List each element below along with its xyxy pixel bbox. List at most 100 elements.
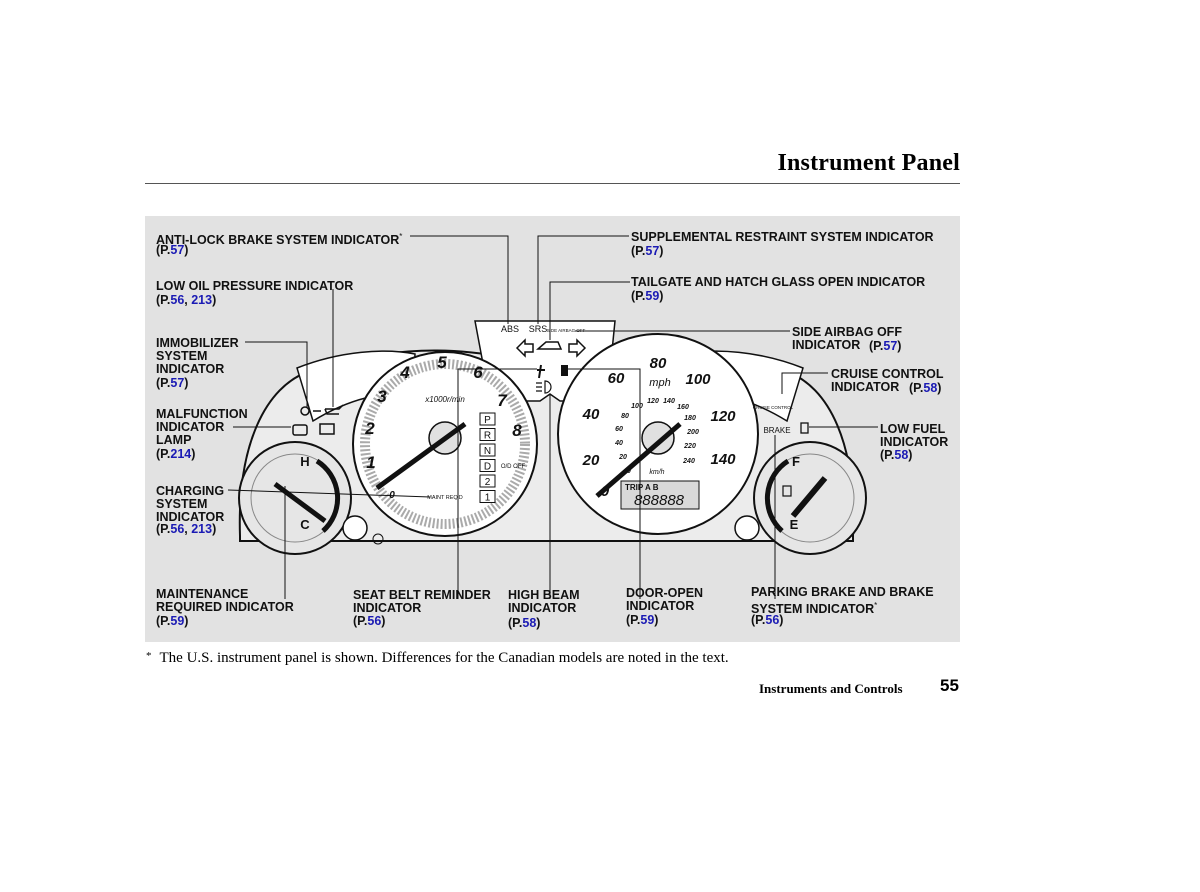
mph-number-140: 140 bbox=[710, 451, 736, 468]
tach-number-4: 4 bbox=[399, 363, 410, 382]
kmh-number-0: 0 bbox=[627, 468, 631, 475]
callout-oil-label: LOW OIL PRESSURE INDICATOR bbox=[156, 279, 354, 293]
tach-number-6: 6 bbox=[473, 363, 483, 382]
page-reference-link[interactable]: 59 bbox=[645, 289, 660, 303]
callout-cruise-ref[interactable]: (P.58) bbox=[909, 381, 942, 395]
callout-high-beam-label: HIGH BEAM INDICATOR bbox=[508, 588, 580, 615]
callout-abs-label: ANTI-LOCK BRAKE SYSTEM INDICATOR* bbox=[156, 232, 403, 248]
mph-unit: mph bbox=[649, 377, 670, 389]
temperature-needle bbox=[273, 481, 327, 524]
page-reference-link[interactable]: 59 bbox=[170, 614, 185, 628]
callout-charging-label: CHARGING SYSTEM INDICATOR bbox=[156, 484, 225, 524]
kmh-number-180: 180 bbox=[684, 415, 696, 422]
page-reference-link[interactable]: 58 bbox=[894, 448, 909, 462]
kmh-number-140: 140 bbox=[663, 398, 675, 405]
page-reference-link[interactable]: 58 bbox=[923, 381, 938, 395]
speedo-hub bbox=[641, 421, 675, 455]
leader-lines bbox=[227, 235, 878, 599]
mph-number-20: 20 bbox=[582, 452, 600, 469]
page-reference-link[interactable]: 213 bbox=[191, 522, 213, 536]
left-knob bbox=[342, 515, 368, 541]
odometer-mode: TRIP A B bbox=[625, 483, 659, 492]
gear-box-1 bbox=[479, 490, 496, 503]
temp-hot-label: H bbox=[300, 454, 309, 469]
page-reference-link[interactable]: 213 bbox=[191, 293, 213, 307]
odometer-display bbox=[620, 480, 700, 510]
callout-seat-belt-label: SEAT BELT REMINDER INDICATOR bbox=[353, 588, 491, 615]
callout-immobilizer-ref[interactable]: (P.57) bbox=[156, 376, 189, 390]
callout-door-open-label: DOOR-OPEN INDICATOR bbox=[626, 586, 704, 613]
kmh-unit: km/h bbox=[649, 469, 664, 476]
tachometer-needle bbox=[375, 421, 467, 491]
maint-indicator-text: MAINT REQ'D bbox=[427, 495, 463, 501]
tach-number-7: 7 bbox=[497, 391, 508, 410]
abs-indicator-text: ABS bbox=[501, 324, 519, 334]
gear-box-N bbox=[479, 443, 496, 457]
page-reference-link[interactable]: 56 bbox=[367, 614, 382, 628]
callout-srs-ref[interactable]: (P.57) bbox=[631, 244, 664, 258]
mph-number-40: 40 bbox=[582, 406, 600, 423]
page-reference-link[interactable]: 57 bbox=[645, 244, 660, 258]
tach-number-2: 2 bbox=[364, 419, 375, 438]
footnote-text: The U.S. instrument panel is shown. Diff… bbox=[159, 650, 729, 666]
door-icon bbox=[561, 365, 568, 376]
tailgate-icon bbox=[536, 341, 563, 350]
callout-seat-belt-ref[interactable]: (P.56) bbox=[353, 614, 386, 628]
callout-parking-brake-ref[interactable]: (P.56) bbox=[751, 613, 784, 627]
right-knob bbox=[734, 515, 760, 541]
kmh-number-20: 20 bbox=[618, 454, 627, 461]
mph-number-60: 60 bbox=[608, 370, 625, 387]
page-reference-link[interactable]: 57 bbox=[170, 243, 185, 257]
callout-tailgate-ref[interactable]: (P.59) bbox=[631, 289, 664, 303]
section-name: Instruments and Controls bbox=[759, 681, 903, 696]
srs-indicator-text: SRS bbox=[529, 324, 548, 334]
od-off-text: O/D OFF bbox=[501, 464, 526, 470]
key-icon bbox=[300, 406, 321, 416]
page-reference-link[interactable]: 59 bbox=[640, 613, 655, 627]
page-reference-link[interactable]: 57 bbox=[883, 339, 898, 353]
callout-oil-ref[interactable]: (P.56, 213) bbox=[156, 293, 217, 307]
fuel-full-label: F bbox=[792, 454, 800, 469]
page-reference-link[interactable]: 214 bbox=[170, 447, 192, 461]
kmh-number-240: 240 bbox=[682, 458, 695, 465]
footnote-asterisk: * bbox=[146, 650, 152, 662]
callout-malfunction-ref[interactable]: (P.214) bbox=[156, 447, 196, 461]
high-beam-icon bbox=[536, 380, 552, 394]
page-reference-link[interactable]: 57 bbox=[170, 376, 185, 390]
callout-side-airbag-ref[interactable]: (P.57) bbox=[869, 339, 902, 353]
callout-low-fuel-ref[interactable]: (P.58) bbox=[880, 448, 913, 462]
left-turn-icon bbox=[515, 338, 534, 358]
gear-label-P: P bbox=[484, 415, 491, 426]
callout-maintenance-ref[interactable]: (P.59) bbox=[156, 614, 189, 628]
callout-parking-brake-label: PARKING BRAKE AND BRAKE SYSTEM INDICATOR… bbox=[751, 585, 934, 617]
page-reference-link[interactable]: 56 bbox=[170, 293, 185, 307]
callout-side-airbag-label: SIDE AIRBAG OFF INDICATOR bbox=[792, 325, 902, 352]
tach-unit: x1000r/min bbox=[424, 395, 465, 404]
brake-indicator-text: BRAKE bbox=[763, 426, 790, 435]
callout-charging-ref[interactable]: (P.56, 213) bbox=[156, 522, 217, 536]
mph-number-100: 100 bbox=[685, 371, 711, 388]
page-reference-link[interactable]: 58 bbox=[522, 616, 537, 630]
callout-tailgate-label: TAILGATE AND HATCH GLASS OPEN INDICATOR bbox=[631, 275, 926, 289]
callout-door-open-ref[interactable]: (P.59) bbox=[626, 613, 659, 627]
gear-box-R bbox=[479, 428, 496, 441]
side-airbag-indicator-text: SIDE AIRBAG OFF bbox=[547, 328, 586, 333]
mph-number-120: 120 bbox=[710, 408, 736, 425]
fuel-empty-label: E bbox=[790, 517, 799, 532]
fuel-low-icon bbox=[800, 422, 809, 434]
callout-malfunction-label: MALFUNCTION INDICATOR LAMP bbox=[156, 407, 248, 447]
callout-abs-ref[interactable]: (P.57) bbox=[156, 243, 189, 257]
footnote: * The U.S. instrument panel is shown. Dif… bbox=[146, 650, 729, 667]
page-reference-link[interactable]: 56 bbox=[170, 522, 185, 536]
kmh-number-200: 200 bbox=[686, 429, 699, 436]
callout-high-beam-ref[interactable]: (P.58) bbox=[508, 616, 541, 630]
fuel-needle bbox=[790, 476, 828, 518]
page-reference-link[interactable]: 56 bbox=[765, 613, 780, 627]
gear-selector-display bbox=[479, 412, 496, 503]
callout-immobilizer-label: IMMOBILIZER SYSTEM INDICATOR bbox=[156, 336, 239, 376]
gear-label-1: 1 bbox=[485, 493, 491, 504]
gear-label-2: 2 bbox=[485, 477, 491, 488]
